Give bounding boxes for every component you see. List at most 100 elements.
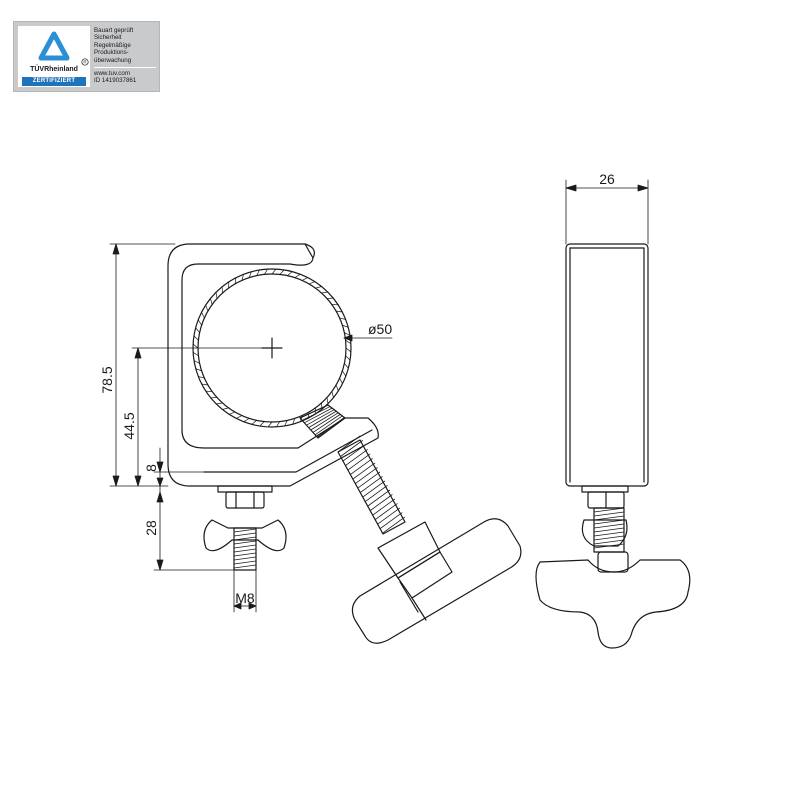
- tube-hatch-mark: [193, 335, 199, 341]
- tube-hatch-mark: [271, 268, 277, 275]
- wing-bolt: [203, 485, 287, 571]
- tube-hatch-mark: [339, 317, 347, 320]
- screw-thread-line: [367, 489, 391, 507]
- tube-wall-hatch: [192, 268, 352, 428]
- tube-hatch-mark: [315, 286, 322, 289]
- screw-thread-line: [359, 476, 383, 493]
- side-thread-line: [593, 543, 625, 549]
- tube-hatch-mark: [344, 363, 349, 369]
- side-washer: [581, 485, 629, 493]
- tube-hatch-mark: [251, 420, 257, 425]
- screw-thread-line: [301, 406, 331, 421]
- badge-brand: TÜVRheinland: [30, 66, 78, 73]
- tube-hatch-mark: [228, 411, 236, 415]
- tube-hatch-mark: [235, 415, 243, 419]
- tube-hatch-mark: [275, 421, 281, 428]
- tube-hatch-mark: [345, 355, 351, 361]
- tube-hatch-mark: [215, 291, 218, 299]
- side-thread-line: [593, 519, 625, 525]
- tube-hatch-mark: [331, 391, 334, 398]
- screw-thread-line: [352, 462, 376, 480]
- screw-thread-line: [303, 407, 333, 424]
- side-thread-line: [593, 535, 625, 541]
- knob-hub: [397, 551, 453, 599]
- wing-nut: [203, 519, 287, 552]
- screw-thread-line: [357, 471, 381, 489]
- tube-hatch-mark: [267, 421, 273, 428]
- bolt-nut: [225, 491, 265, 509]
- tube-hatch-mark: [284, 420, 288, 427]
- bolt-thread-line: [233, 536, 257, 541]
- tube-hatch-mark: [342, 324, 349, 328]
- tube-hatch-mark: [192, 343, 199, 349]
- tube-hatch-mark: [326, 397, 329, 405]
- tube-hatch-mark: [263, 268, 269, 275]
- bolt-thread-line: [233, 556, 257, 561]
- tube-hatch-mark: [287, 271, 293, 276]
- screw-thread-line: [312, 413, 341, 433]
- side-thread-line: [593, 515, 625, 521]
- screw-thread-line: [342, 444, 366, 462]
- bolt-thread-line: [233, 532, 257, 537]
- tube-hatch-mark: [301, 277, 309, 281]
- clamp-screw: [299, 404, 406, 535]
- bolt-thread: [233, 528, 257, 569]
- tube-hatch-mark: [344, 332, 351, 336]
- tube-hatch-mark: [201, 383, 209, 386]
- screw-thread-line: [310, 412, 339, 431]
- dim-tube-diameter: ø50: [368, 321, 392, 337]
- screw-thread-line: [349, 458, 373, 475]
- tube-hatch-mark: [342, 370, 347, 377]
- badge-line: Bauart geprüft: [94, 27, 134, 34]
- bolt-thread-line: [233, 564, 257, 569]
- badge-website: www.tuv.com: [94, 70, 130, 77]
- screw-thread-line: [364, 485, 388, 503]
- dim-axis-height: 44.5: [121, 412, 137, 439]
- tube-hatch-mark: [210, 298, 213, 305]
- badge-text-block: Bauart geprüft Sicherheit Regelmäßige Pr…: [94, 27, 158, 64]
- screw-thread-line: [314, 415, 343, 436]
- knob-bar-edge-2: [411, 597, 427, 621]
- tube-hatch-mark: [248, 271, 252, 278]
- tube-hatch-mark: [215, 402, 223, 405]
- t-handle-knob: [351, 518, 522, 644]
- tube-hatch-mark: [294, 273, 301, 278]
- bolt-thread-line: [233, 548, 257, 553]
- tube-hatch-mark: [335, 384, 339, 392]
- tube-hatch-mark: [192, 351, 199, 357]
- screw-thread-line: [306, 409, 335, 426]
- dim-overall-height: 78.5: [99, 366, 115, 393]
- side-thread-line: [593, 527, 625, 533]
- dim-base-thickness: 8: [143, 464, 159, 472]
- side-thread-line: [593, 511, 625, 517]
- dimension-labels: 78.5 44.5 8 28 M8 ø50 26: [99, 171, 615, 606]
- badge-line: überwachung: [94, 56, 132, 64]
- bolt-thread-line: [233, 528, 257, 533]
- dim-width: 26: [599, 171, 615, 187]
- badge-footer: www.tuv.com ID 1419037861: [94, 70, 158, 85]
- tube-hatch-mark: [259, 421, 265, 427]
- screw-shank: [337, 439, 406, 535]
- badge-line: Regelmäßige: [94, 41, 131, 49]
- knob-bar-edge: [399, 581, 419, 613]
- bolt-thread-line: [233, 560, 257, 565]
- screw-thread-line: [347, 453, 371, 471]
- screw-thread-line: [374, 503, 398, 521]
- clamp-top-jaw: [304, 243, 315, 259]
- badge-line: Produktions-: [94, 49, 129, 57]
- tube-hatch-mark: [339, 377, 343, 385]
- tube-hatch-mark: [279, 269, 285, 275]
- side-thread-line: [593, 523, 625, 529]
- dimension-lines: [109, 179, 649, 613]
- tube-hatch-mark: [256, 269, 260, 276]
- tube-hatch-mark: [308, 281, 316, 285]
- tube-hatch-mark: [241, 273, 244, 281]
- side-thread-line: [593, 507, 625, 513]
- screw-thread-line: [379, 512, 403, 530]
- certification-badge: TÜVRheinland R ZERTIFIZIERT Bauart geprü…: [13, 21, 160, 92]
- tube-hatch-mark: [195, 327, 200, 333]
- tube-hatch-mark: [193, 360, 200, 364]
- screw-thread-line: [372, 498, 396, 516]
- dim-bolt-thread: M8: [235, 590, 255, 606]
